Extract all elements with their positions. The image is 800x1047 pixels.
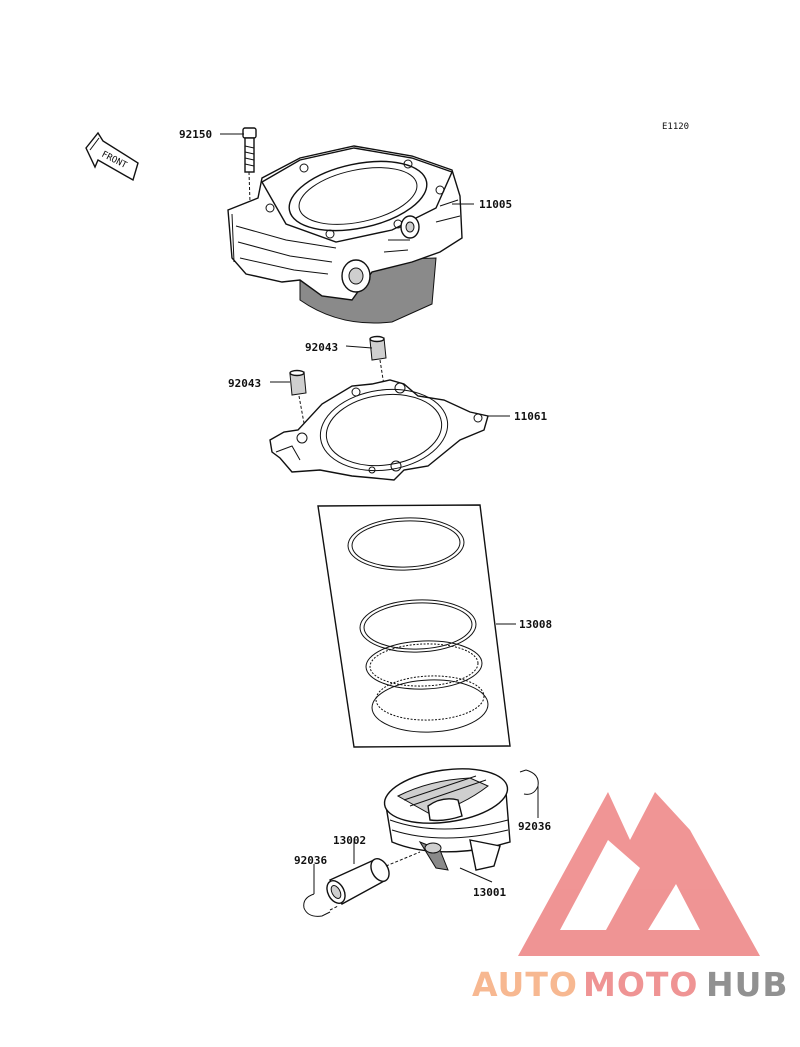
circlip-right-part [519, 769, 539, 795]
callout-piston-pin: 13002 [333, 834, 366, 847]
callout-ring-set: 13008 [519, 618, 552, 631]
ring-set-part [317, 504, 511, 748]
callout-dowel-upper: 92043 [305, 341, 338, 354]
front-arrow-icon: FRONT [85, 131, 139, 182]
leader-dowel-upper [345, 345, 373, 349]
piston-part [383, 768, 511, 871]
callout-dowel-lower: 92043 [228, 377, 261, 390]
leader-piston [459, 867, 493, 883]
cylinder-part [227, 145, 463, 324]
watermark-moto: MOTO [583, 965, 698, 1004]
watermark-logo: AUTO MOTO HUB [472, 792, 789, 1004]
callout-circlip-left: 92036 [294, 854, 327, 867]
callout-cylinder: 11005 [479, 198, 512, 211]
callout-bolt: 92150 [179, 128, 212, 141]
circlip-left-part [303, 893, 339, 917]
callout-piston: 13001 [473, 886, 506, 899]
diagram-code: E1120 [662, 122, 689, 132]
watermark-hub: HUB [706, 965, 789, 1004]
watermark-auto: AUTO [472, 965, 578, 1004]
gasket-part [269, 379, 489, 481]
piston-pin-part [326, 851, 421, 905]
callout-gasket: 11061 [514, 410, 547, 423]
callout-circlip-right: 92036 [518, 820, 551, 833]
